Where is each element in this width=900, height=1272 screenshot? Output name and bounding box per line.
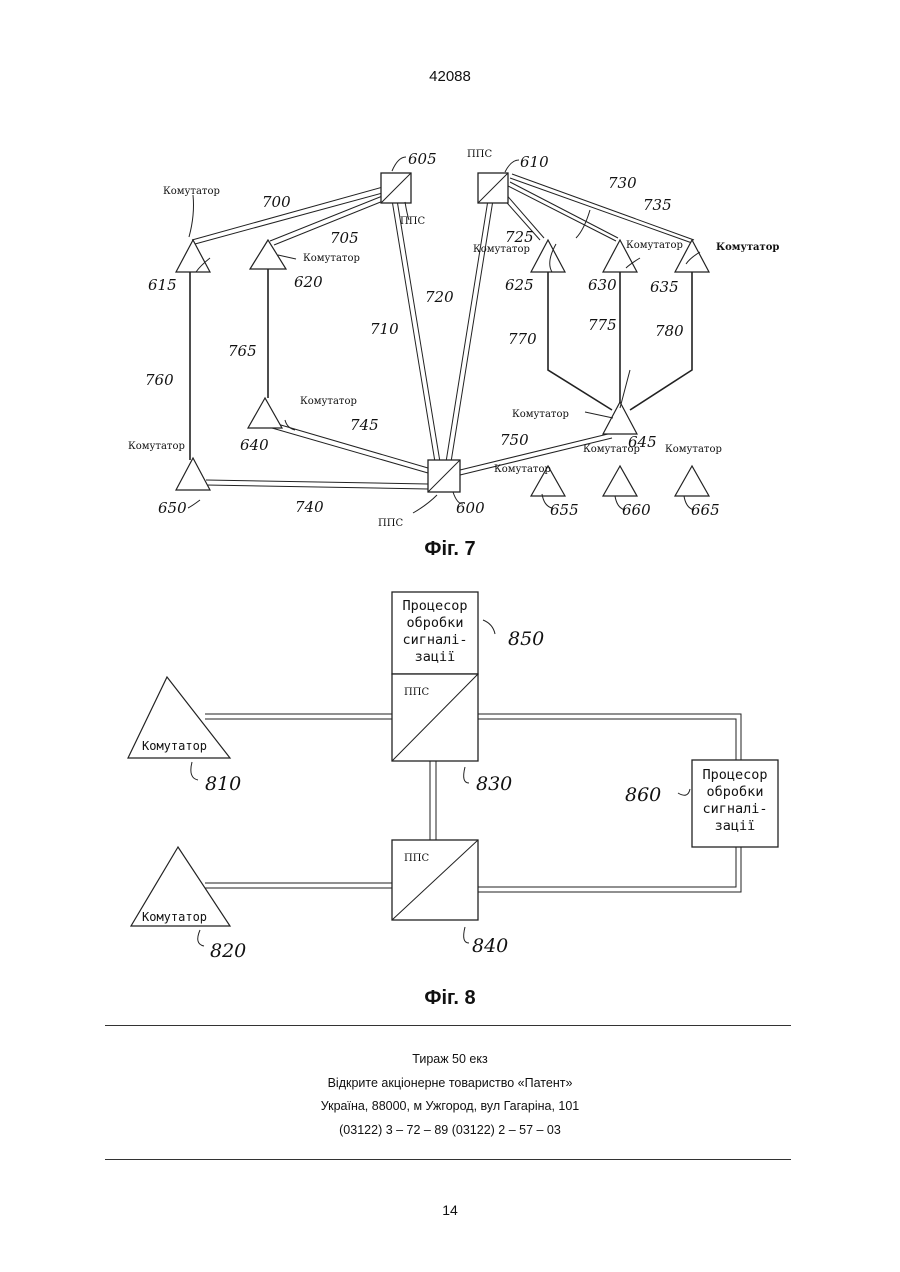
ref-735: 735 <box>643 196 672 214</box>
ref-650: 650 <box>158 499 187 517</box>
ref-720: 720 <box>425 288 454 306</box>
ref-635: 635 <box>650 278 679 296</box>
ref-705: 705 <box>330 229 359 247</box>
imprint-company: Відкрите акціонерне товариство «Патент» <box>0 1072 900 1096</box>
fig8-caption: Фіг. 8 <box>0 987 900 1010</box>
footer-top-rule <box>105 1025 791 1026</box>
ref-780: 780 <box>655 322 684 340</box>
page-header-number: 42088 <box>0 68 900 85</box>
stp-840-label: ППС <box>404 853 429 864</box>
switch-820: Комутатор <box>131 847 230 926</box>
switch-665 <box>675 466 709 496</box>
switch-630-label: Комутатор <box>626 240 683 251</box>
switch-650 <box>176 458 210 490</box>
ref-645: 645 <box>628 433 657 451</box>
switch-665-label: Комутатор <box>665 444 722 455</box>
ref-660: 660 <box>622 501 651 519</box>
stp-600-label: ППС <box>378 518 403 529</box>
stp-830: ППС <box>392 674 478 761</box>
ref-700: 700 <box>262 193 291 211</box>
switch-660 <box>603 466 637 496</box>
ref-615: 615 <box>148 276 177 294</box>
ref-610: 610 <box>520 153 549 171</box>
processor-850-line-1: Процесор <box>402 598 467 614</box>
switch-640-label: Комутатор <box>300 396 357 407</box>
processor-850-line-2: обробки <box>407 615 464 631</box>
ref-630: 630 <box>588 276 617 294</box>
stp-830-label: ППС <box>404 687 429 698</box>
stp-605 <box>381 173 411 203</box>
processor-850-line-4: зації <box>415 649 456 665</box>
imprint-circulation: Тираж 50 екз <box>0 1048 900 1072</box>
ref-710: 710 <box>370 320 399 338</box>
ref-730: 730 <box>608 174 637 192</box>
ref-770: 770 <box>508 330 537 348</box>
switch-triangles <box>176 240 709 496</box>
switch-640 <box>248 398 282 428</box>
fig7-caption: Фіг. 7 <box>0 538 900 561</box>
switch-615-label: Комутатор <box>163 186 220 197</box>
ref-820: 820 <box>210 940 246 962</box>
processor-860-line-2: обробки <box>707 784 764 800</box>
publisher-imprint: Тираж 50 екз Відкрите акціонерне товарис… <box>0 1048 900 1142</box>
ref-620: 620 <box>294 273 323 291</box>
processor-860-line-3: сигналі- <box>702 801 767 817</box>
ref-605: 605 <box>408 150 437 168</box>
ref-840: 840 <box>472 935 508 957</box>
switch-625 <box>531 240 565 272</box>
switch-820-label: Комутатор <box>142 910 207 924</box>
ref-655: 655 <box>550 501 579 519</box>
switch-620 <box>250 240 286 269</box>
switch-810-label: Комутатор <box>142 739 207 753</box>
imprint-phones: (03122) 3 – 72 – 89 (03122) 2 – 57 – 03 <box>0 1119 900 1143</box>
stp-610-label: ППС <box>467 149 492 160</box>
ref-665: 665 <box>691 501 720 519</box>
processor-860-line-1: Процесор <box>702 767 767 783</box>
fig8-block-diagram: Процесор обробки сигналі- зації ППС ППС … <box>0 585 900 980</box>
switch-615 <box>176 240 210 272</box>
footer-bottom-rule <box>105 1159 791 1160</box>
ref-760: 760 <box>145 371 174 389</box>
ref-810: 810 <box>205 773 241 795</box>
stp-610 <box>478 173 508 203</box>
switch-810: Комутатор <box>128 677 230 758</box>
switch-620-label: Комутатор <box>303 253 360 264</box>
switch-655-label: Комутатор <box>494 464 551 475</box>
ref-860: 860 <box>625 784 661 806</box>
ref-740: 740 <box>295 498 324 516</box>
ref-625: 625 <box>505 276 534 294</box>
ref-775: 775 <box>588 316 617 334</box>
stp-600 <box>428 460 460 492</box>
stp-605-label: ППС <box>400 216 425 227</box>
ref-640: 640 <box>240 436 269 454</box>
ref-745: 745 <box>350 416 379 434</box>
processor-850: Процесор обробки сигналі- зації <box>392 592 478 674</box>
processor-860-line-4: зації <box>715 818 756 834</box>
ref-830: 830 <box>476 773 512 795</box>
ref-725: 725 <box>505 228 534 246</box>
ref-750: 750 <box>500 431 529 449</box>
stp-840: ППС <box>392 840 478 920</box>
ref-850: 850 <box>508 628 544 650</box>
switch-650-label: Комутатор <box>128 441 185 452</box>
processor-860: Процесор обробки сигналі- зації <box>692 760 778 847</box>
switch-645-label: Комутатор <box>512 409 569 420</box>
ref-765: 765 <box>228 342 257 360</box>
fig7-network-diagram: Комутатор Комутатор Комутатор Комутатор … <box>0 140 900 535</box>
page-footer-number: 14 <box>0 1202 900 1218</box>
ref-600: 600 <box>456 499 485 517</box>
imprint-address: Україна, 88000, м Ужгород, вул Гагаріна,… <box>0 1095 900 1119</box>
switch-635-label: Комутатор <box>716 242 779 253</box>
processor-850-line-3: сигналі- <box>402 632 467 648</box>
